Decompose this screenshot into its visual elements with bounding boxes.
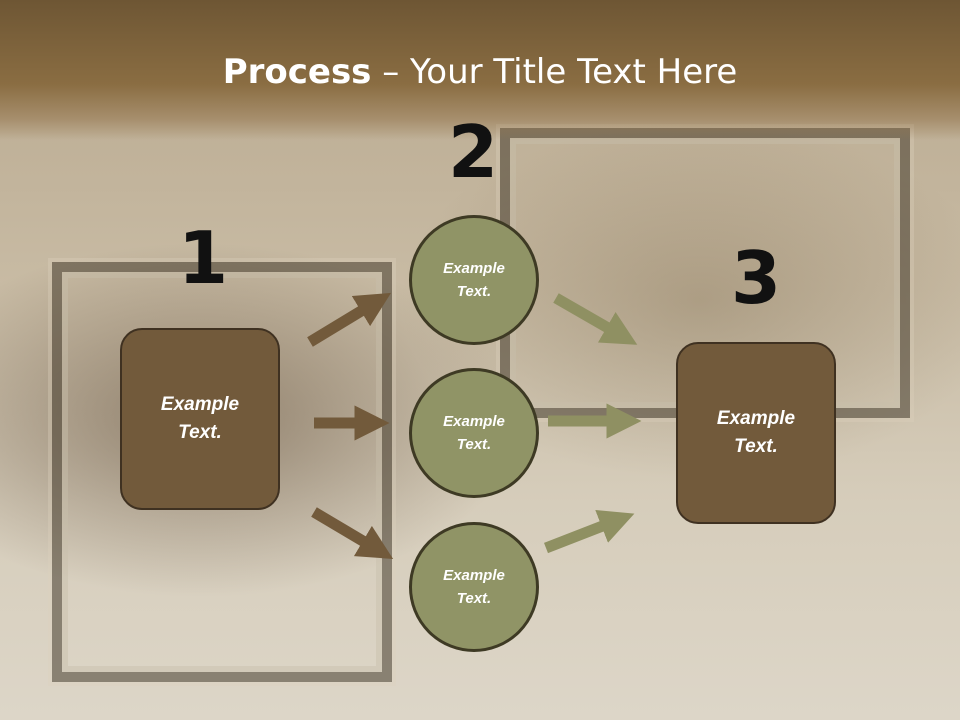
- arrow-box1-to-top: [307, 292, 392, 347]
- circle-top[interactable]: Example Text.: [409, 215, 539, 345]
- title-bold: Process: [222, 52, 372, 92]
- circle-bottom-label: Example Text.: [443, 566, 505, 607]
- step-box-3[interactable]: Example Text.: [676, 342, 836, 524]
- slide-title: Process – Your Title Text Here: [0, 52, 960, 92]
- arrow-box1-to-bottom: [311, 507, 394, 559]
- circle-middle-label: Example Text.: [443, 412, 505, 453]
- step-number-1: 1: [178, 216, 229, 300]
- circle-bottom[interactable]: Example Text.: [409, 522, 539, 652]
- title-rest: – Your Title Text Here: [371, 52, 738, 92]
- circle-middle[interactable]: Example Text.: [409, 368, 539, 498]
- step-box-1-label: Example Text.: [160, 393, 240, 444]
- arrow-bottom-to-box3: [544, 509, 635, 554]
- circle-top-label: Example Text.: [443, 259, 505, 300]
- step-number-3: 3: [731, 236, 782, 320]
- step-box-1[interactable]: Example Text.: [120, 328, 280, 510]
- arrow-top-to-box3: [553, 293, 638, 345]
- picture-frame-left: [52, 262, 392, 682]
- header-band: [0, 0, 960, 140]
- step-box-3-label: Example Text.: [716, 407, 796, 458]
- step-number-2: 2: [448, 110, 499, 194]
